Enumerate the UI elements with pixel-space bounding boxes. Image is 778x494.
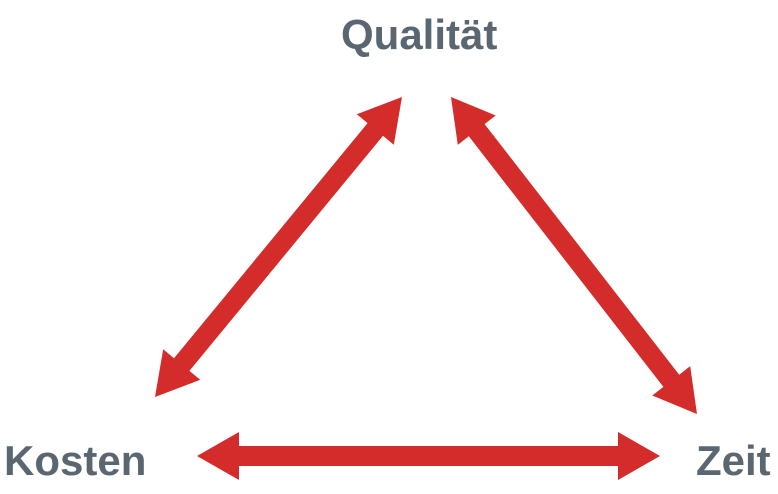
arrow-qualitaet-kosten bbox=[155, 97, 402, 397]
label-qualitaet: Qualität bbox=[341, 11, 498, 58]
label-kosten: Kosten bbox=[4, 437, 147, 484]
arrow-kosten-zeit bbox=[197, 432, 660, 480]
label-zeit: Zeit bbox=[696, 437, 771, 484]
arrow-qualitaet-zeit bbox=[451, 97, 697, 414]
